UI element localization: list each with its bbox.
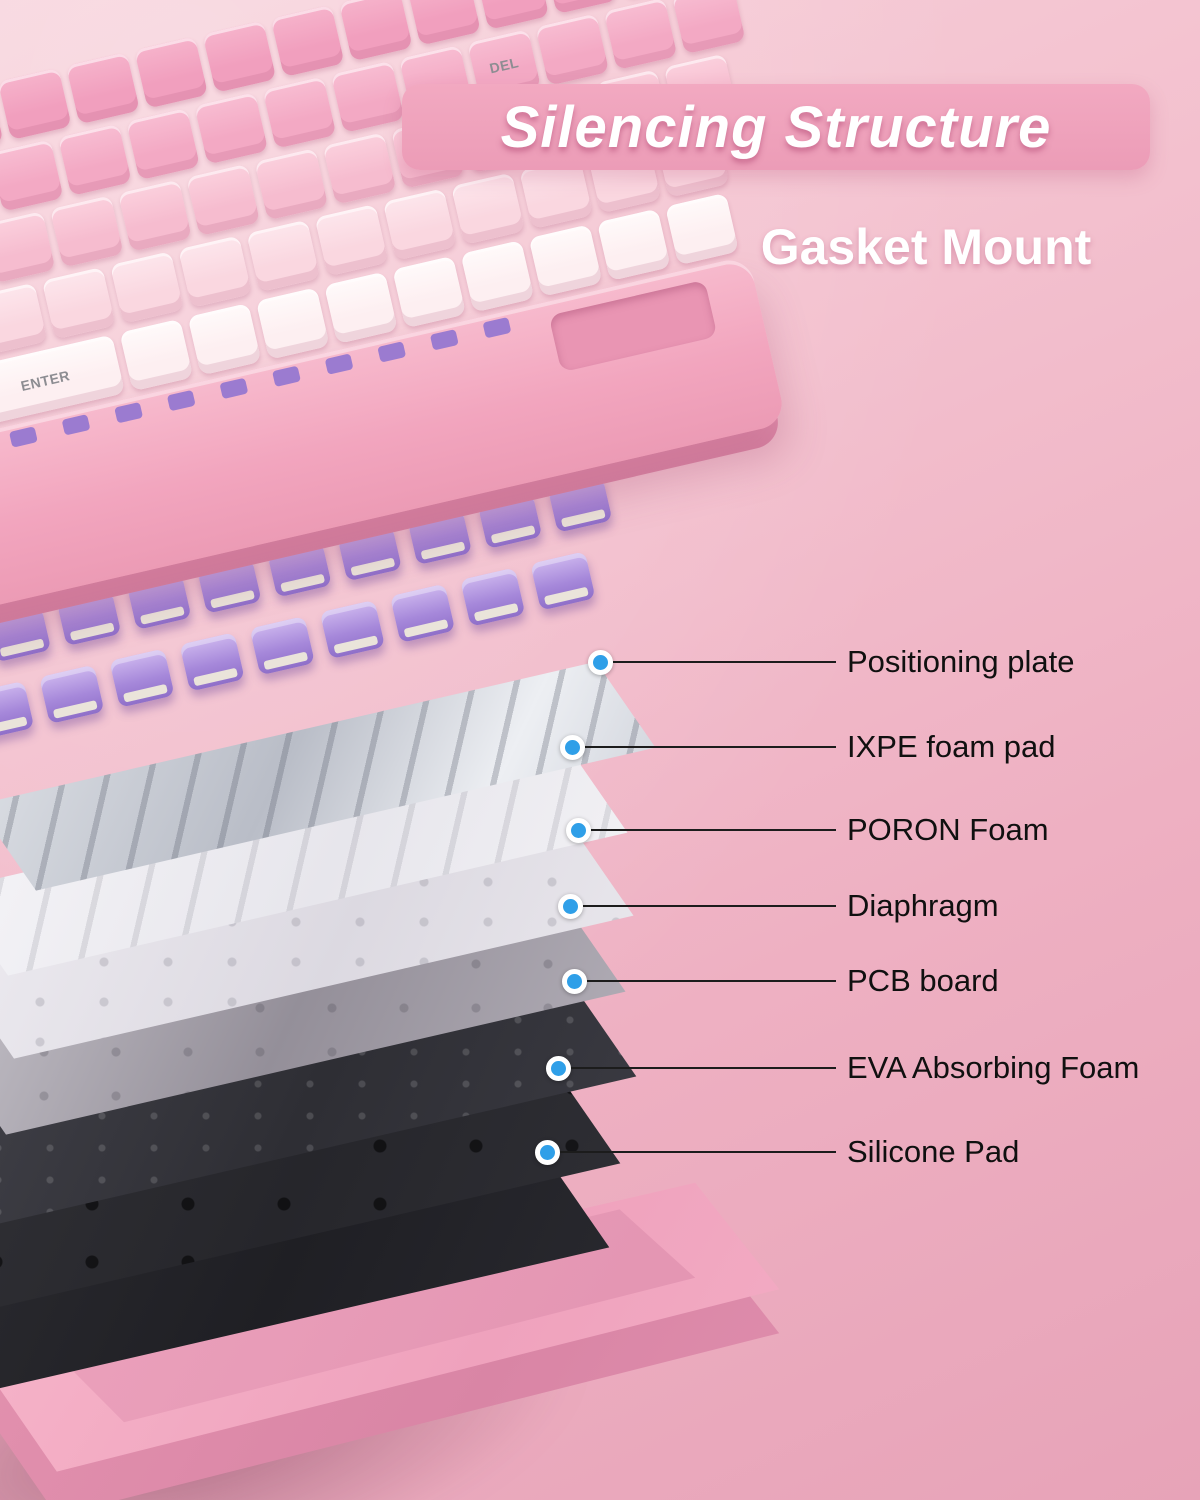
keycap	[324, 271, 398, 344]
callout-label: Silicone Pad	[847, 1134, 1020, 1169]
callout-label: PORON Foam	[847, 812, 1049, 847]
keycap	[134, 36, 209, 109]
keycap-legend: DEL	[487, 54, 521, 77]
keycap	[254, 148, 329, 221]
callout-line	[613, 661, 836, 663]
keycap	[41, 266, 116, 340]
keycap-legend: ENTER	[19, 367, 72, 395]
callout-dot	[588, 649, 613, 675]
keycap	[338, 0, 413, 62]
keycap	[460, 240, 535, 313]
case-recess	[548, 279, 718, 373]
callout-poron-foam: PORON Foam	[566, 812, 1049, 847]
callout-pcb-board: PCB board	[562, 963, 999, 998]
callout-positioning-plate: Positioning plate	[588, 644, 1075, 679]
keycap	[187, 303, 262, 376]
callout-eva-foam: EVA Absorbing Foam	[546, 1050, 1139, 1085]
keycap	[202, 20, 277, 93]
keycap	[246, 219, 321, 293]
keycap	[49, 195, 124, 268]
callout-line	[591, 829, 836, 831]
keycap	[671, 0, 746, 55]
callout-label: PCB board	[847, 963, 999, 998]
keycap	[0, 139, 64, 212]
keycap	[451, 172, 525, 245]
keycap	[0, 67, 72, 141]
callout-silicone-pad: Silicone Pad	[535, 1134, 1019, 1169]
keycap	[382, 188, 457, 261]
keycap	[330, 60, 405, 134]
keycap	[270, 4, 345, 78]
keycap	[322, 132, 397, 205]
callout-label: IXPE foam pad	[847, 729, 1056, 764]
keycap	[194, 92, 269, 165]
callout-dot	[535, 1139, 560, 1165]
keycap	[118, 179, 192, 252]
keycap	[314, 203, 389, 277]
keycap	[475, 0, 550, 30]
keycap	[596, 208, 671, 281]
callout-line	[560, 1151, 836, 1153]
callout-line	[585, 746, 836, 748]
keycap	[66, 51, 140, 125]
title-banner: Silencing Structure	[402, 84, 1150, 170]
keycap	[109, 251, 184, 324]
keycap	[119, 318, 194, 392]
callout-label: Positioning plate	[847, 644, 1075, 679]
callout-dot	[566, 817, 591, 843]
keycap	[603, 0, 678, 71]
keycap	[407, 0, 481, 46]
callout-line	[583, 905, 836, 907]
callout-dot	[562, 968, 587, 994]
keycap	[528, 224, 603, 297]
callout-label: EVA Absorbing Foam	[847, 1050, 1140, 1085]
callout-line	[587, 980, 836, 982]
callout-ixpe-foam: IXPE foam pad	[560, 729, 1056, 764]
keycap	[255, 287, 330, 360]
callout-diaphragm: Diaphragm	[558, 888, 999, 923]
callout-line	[571, 1067, 836, 1069]
keycap	[186, 163, 261, 237]
page-subtitle: Gasket Mount	[760, 219, 1092, 275]
callout-dot	[558, 893, 583, 919]
page-title: Silencing Structure	[500, 94, 1052, 160]
keycap	[178, 235, 253, 308]
keycap	[0, 211, 56, 284]
callout-dot	[546, 1055, 571, 1081]
callout-dot	[560, 734, 585, 760]
keycap	[126, 107, 201, 181]
keycap	[0, 282, 48, 356]
keycap	[535, 13, 610, 86]
keycap	[57, 123, 132, 197]
keycap	[262, 76, 337, 149]
keycap	[392, 255, 467, 329]
callout-label: Diaphragm	[847, 888, 999, 923]
